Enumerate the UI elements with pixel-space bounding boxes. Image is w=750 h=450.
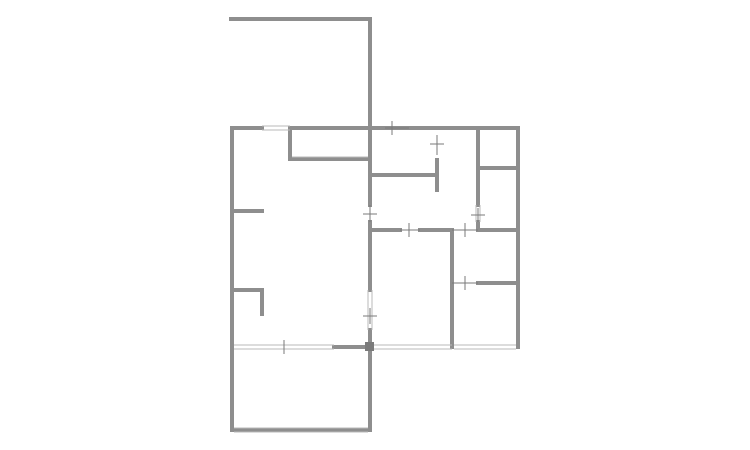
doors xyxy=(283,121,485,354)
column xyxy=(365,342,374,351)
